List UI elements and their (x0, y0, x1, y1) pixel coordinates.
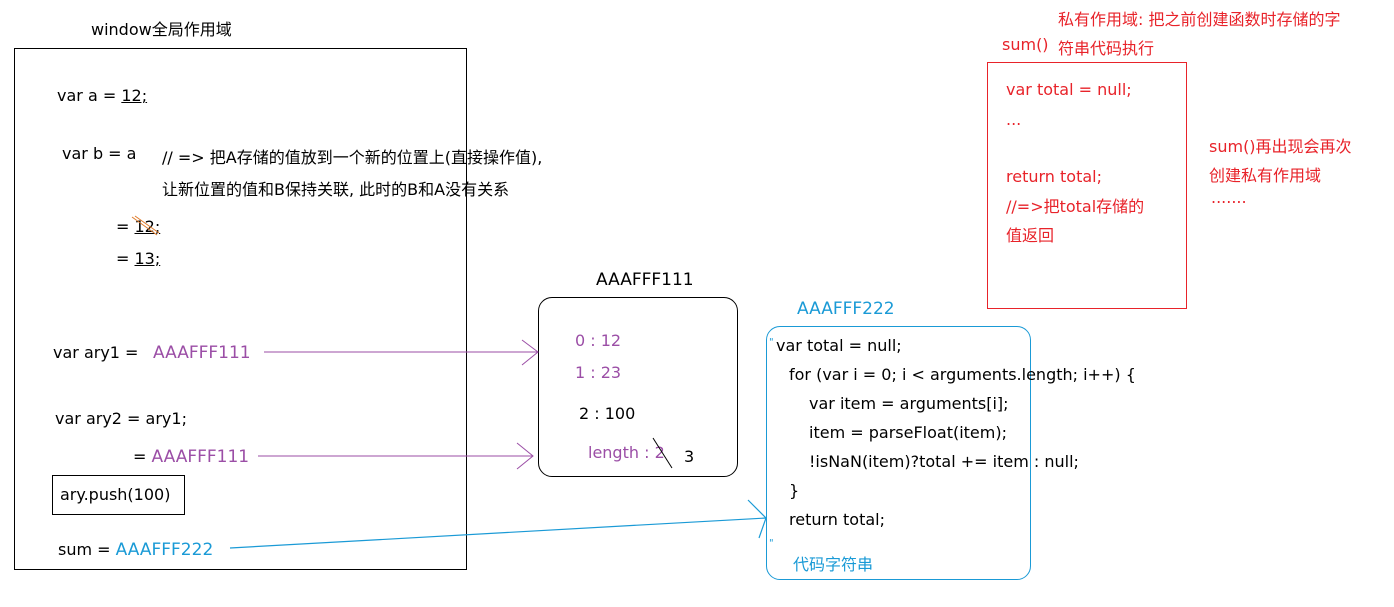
ary1-reference: AAAFFF111 (153, 343, 251, 363)
private-line: 值返回 (1006, 226, 1055, 245)
old-value-struck: 12; (131, 215, 161, 236)
ary1-arrow (264, 339, 539, 366)
close-quote: " (769, 538, 774, 549)
private-line: var total = null; (1006, 80, 1132, 99)
private-note-line2: 创建私有作用域 (1209, 166, 1322, 185)
ary2-arrow (258, 442, 534, 470)
var-a-statement: var a = 12; (57, 86, 147, 106)
code-string-caption: 代码字符串 (793, 555, 874, 574)
assign-eq: = (116, 217, 135, 236)
old-value: 12; (134, 217, 161, 236)
var-ary1-code: var ary1 = (53, 343, 139, 362)
private-line: //=>把total存储的 (1006, 197, 1145, 216)
heap-array-box (538, 297, 738, 477)
var-b-statement: var b = a (62, 144, 137, 163)
private-scope-box (987, 62, 1187, 309)
open-quote: " (769, 337, 774, 348)
var-b-comment-line1: // => 把A存储的值放到一个新的位置上(直接操作值), (162, 148, 543, 167)
strike-mark-icon (131, 215, 159, 236)
assign-eq: = (133, 447, 152, 466)
code-line: for (var i = 0; i < arguments.length; i+… (789, 365, 1136, 384)
code-line: } (789, 481, 800, 500)
var-a-value: 12; (121, 86, 148, 105)
code-line: return total; (789, 510, 885, 529)
private-scope-call-label: sum() (1002, 35, 1049, 54)
code-line: !isNaN(item)?total += item : null; (809, 452, 1079, 471)
heap-function-box (766, 326, 1031, 580)
private-note-line1: sum()再出现会再次 (1209, 137, 1352, 156)
ary2-reference: AAAFFF111 (151, 447, 250, 467)
private-note-line3: ....... (1211, 188, 1247, 207)
ary2-assign: = AAAFFF111 (133, 447, 249, 467)
private-scope-title-line1: 私有作用域: 把之前创建函数时存储的字 (1058, 10, 1341, 29)
array-entry-pushed: 2 : 100 (579, 404, 636, 423)
code-line: var total = null; (776, 336, 902, 355)
var-b-assign-old: = 12; (116, 215, 161, 237)
private-line: ... (1006, 110, 1022, 129)
sum-statement: sum = AAAFFF222 (58, 540, 213, 560)
new-value: 13; (134, 249, 161, 268)
heap-array-address: AAAFFF111 (596, 270, 694, 290)
push-call-text: ary.push(100) (60, 485, 171, 504)
array-length-old: length : 2 (588, 443, 665, 462)
var-ary2-statement: var ary2 = ary1; (55, 409, 187, 428)
sum-code: sum = (58, 540, 116, 559)
sum-arrow (229, 499, 767, 549)
private-scope-title-line2: 符串代码执行 (1058, 39, 1155, 58)
heap-function-address: AAAFFF222 (797, 299, 895, 319)
assign-eq: = (116, 249, 135, 268)
sum-reference: AAAFFF222 (115, 540, 214, 560)
code-line: item = parseFloat(item); (809, 423, 1007, 442)
var-b-assign-new: = 13; (116, 249, 160, 269)
code-line: var item = arguments[i]; (809, 394, 1009, 413)
array-entry: 0 : 12 (575, 331, 622, 350)
private-line: return total; (1006, 167, 1102, 186)
var-b-comment-line2: 让新位置的值和B保持关联, 此时的B和A没有关系 (162, 180, 510, 199)
length-strike-icon (652, 437, 673, 469)
push-call-box (52, 475, 185, 515)
global-scope-box (14, 48, 467, 570)
global-scope-title: window全局作用域 (91, 20, 232, 39)
array-entry: 1 : 23 (575, 363, 622, 382)
var-a-code: var a = (57, 86, 122, 105)
var-ary1-statement: var ary1 = (53, 343, 138, 363)
array-length-new: 3 (684, 447, 695, 466)
